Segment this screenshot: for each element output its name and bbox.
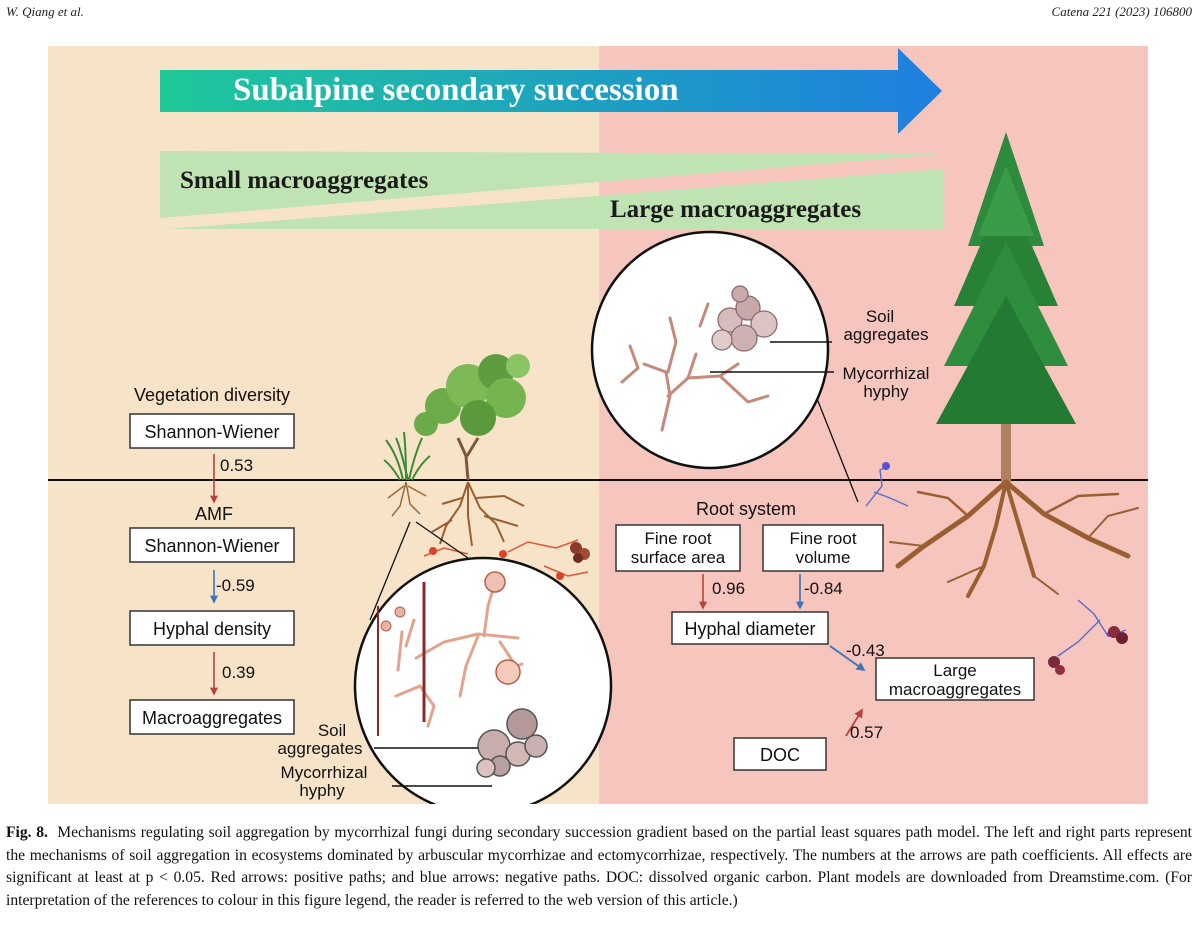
soil-aggregate-cluster-icon [570,542,590,563]
vegetation-diversity-label: Vegetation diversity [134,385,290,405]
mechanism-diagram: Subalpine secondary succession Small mac… [48,46,1148,804]
fine-root-volume-text-1: Fine root [789,529,856,548]
path-coefficient-label: 0.53 [220,456,253,475]
spore-icon [380,620,392,632]
vesicle-icon [495,659,521,685]
root-system-label: Root system [696,499,796,519]
succession-banner-arrow [160,48,942,134]
hyphal-density-text: Hyphal density [153,619,271,639]
large-macroaggregate-wedge [168,169,943,229]
small-macroaggregate-wedge [160,151,943,218]
amf-shannon-text: Shannon-Wiener [144,536,279,556]
journal-citation-header: Catena 221 (2023) 106800 [1051,4,1192,19]
figure-caption-text: Mechanisms regulating soil aggregation b… [6,824,1193,909]
left-inset-pointer [369,521,411,621]
grass-icon [383,431,431,481]
path-coefficient-label: -0.84 [804,579,843,598]
right-inset-hyphy-label: hyphy [863,382,909,401]
tree-root-icon [889,479,1139,598]
large-macroaggregates-label: Large macroaggregates [610,196,861,223]
amf-shannon-box [129,527,295,563]
spore-icon [394,606,406,618]
amf-label: AMF [195,504,233,524]
shrub-icon [414,354,530,481]
large-macroaggregates-text-2: macroaggregates [889,680,1021,699]
macroaggregates-text: Macroaggregates [142,708,282,728]
macroaggregates-box [129,699,295,735]
right-inset-soil-label: Soil [866,307,894,326]
hyphal-diameter-text: Hyphal diameter [684,619,815,639]
left-inset-mycorrhizal-label: Mycorrhizal [281,763,368,782]
fine-root-volume-box [762,524,884,572]
doc-text: DOC [760,745,800,765]
arbuscular-hyphae-icon [394,584,524,728]
grass-root-icon [387,481,427,517]
left-inset-aggregates-label: aggregates [277,739,362,758]
path-coefficient-label: -0.43 [846,641,885,660]
am-spore-icon [429,547,437,555]
fine-root-surface-area-text-2: surface area [631,548,726,567]
vegetation-shannon-text: Shannon-Wiener [144,422,279,442]
figure-caption: Fig. 8. Mechanisms regulating soil aggre… [6,822,1192,912]
figure-label: Fig. 8. [6,824,48,841]
journal-author-header: W. Qiang et al. [6,4,84,19]
left-inset-soil-label: Soil [318,721,346,740]
right-inset-aggregates-label: aggregates [843,325,928,344]
doc-box [733,737,827,771]
vesicle-icon [484,571,506,593]
right-inset-pointer [811,385,859,503]
am-spore-icon [556,572,564,580]
left-inset-hyphy-label: hyphy [299,781,345,800]
small-macroaggregates-label: Small macroaggregates [180,167,429,194]
path-coefficient-label: -0.59 [216,576,255,595]
ectomycorrhizal-tip-icon [882,462,890,470]
succession-banner-title: Subalpine secondary succession [233,72,679,108]
positive-path-arrow [845,708,863,737]
right-inset-soil-aggregate-icon [711,285,778,352]
shrub-root-icon [431,481,525,547]
inset-soil-aggregate-icon [476,708,548,778]
am-spore-icon [499,550,507,558]
vegetation-shannon-box [129,413,295,449]
right-inset-mycorrhizal-label: Mycorrhizal [843,364,930,383]
right-inset-circle [590,230,830,470]
tree-trunk-icon [1001,376,1011,482]
negative-path-arrow [829,645,866,672]
right-soil-aggregate-cluster-icon [1048,626,1128,675]
large-macroaggregates-text-1: Large [933,661,976,680]
fine-root-surface-area-text-1: Fine root [644,529,711,548]
hyphal-density-box [129,610,295,646]
path-coefficient-label: 0.39 [222,663,255,682]
large-macroaggregates-box [875,657,1035,701]
hyphal-diameter-box [671,611,829,645]
fine-root-surface-area-box [615,524,741,572]
conifer-tree-icon [936,132,1076,424]
path-coefficient-label: 0.96 [712,579,745,598]
fine-root-volume-text-2: volume [796,548,851,567]
path-coefficient-label: 0.57 [850,723,883,742]
